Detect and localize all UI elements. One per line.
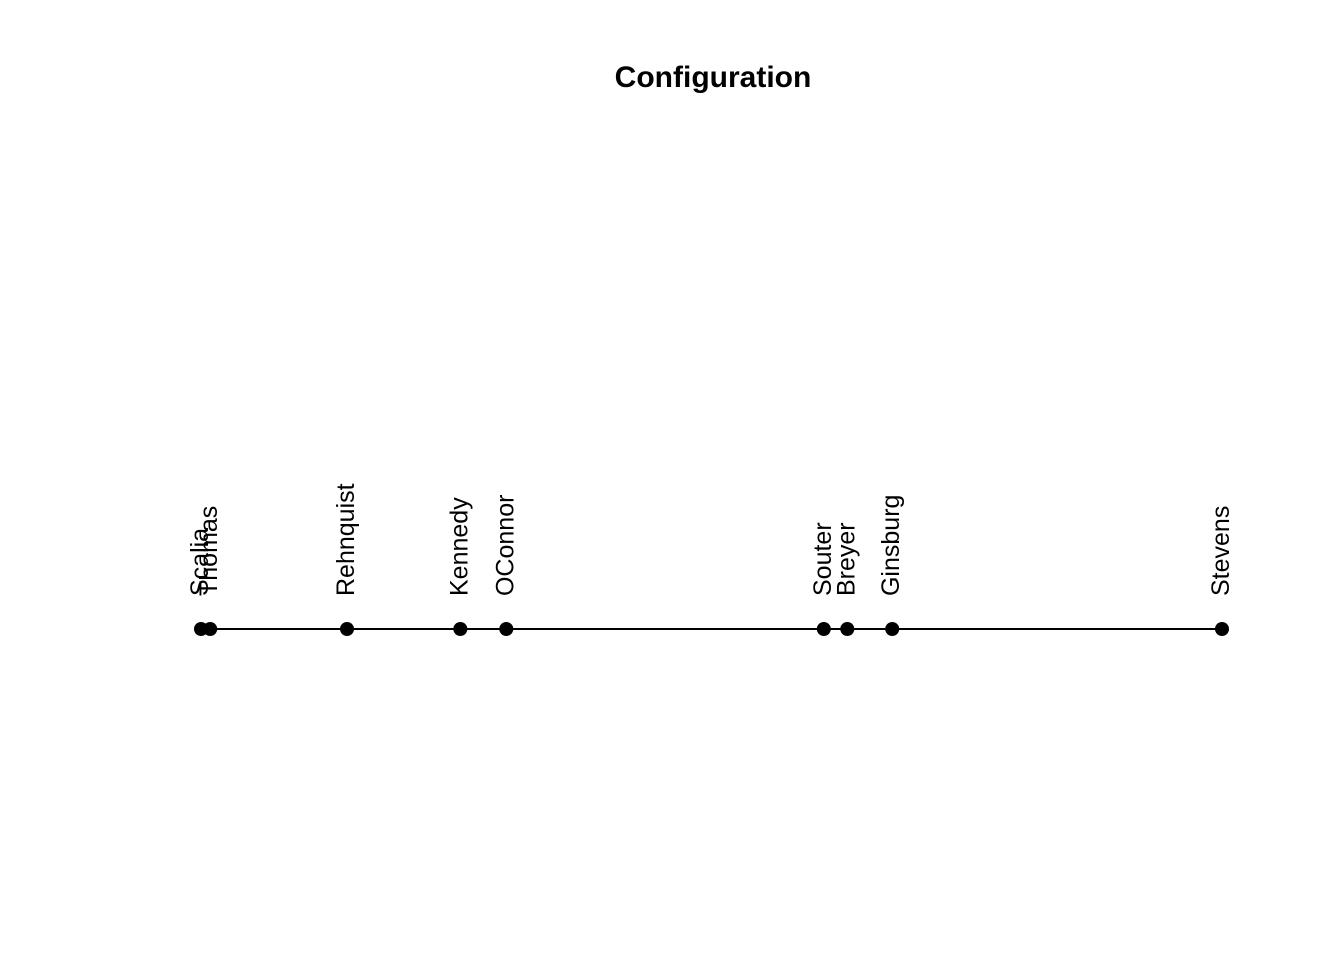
data-point-breyer xyxy=(840,622,855,636)
data-point-oconnor xyxy=(499,622,514,636)
point-label-stevens: Stevens xyxy=(1207,506,1235,596)
chart-title: Configuration xyxy=(614,61,812,94)
point-label-kennedy: Kennedy xyxy=(445,497,473,596)
data-point-ginsburg xyxy=(885,622,900,636)
point-label-rehnquist: Rehnquist xyxy=(332,483,360,596)
point-label-scalia: Scalia xyxy=(186,528,214,596)
point-label-thomas: Thomas xyxy=(195,506,223,596)
point-label-breyer: Breyer xyxy=(832,522,860,596)
data-point-rehnquist xyxy=(340,622,355,636)
point-label-oconnor: OConnor xyxy=(491,495,519,596)
data-point-thomas xyxy=(203,622,218,636)
data-point-souter xyxy=(816,622,831,636)
point-label-ginsburg: Ginsburg xyxy=(877,495,905,596)
data-point-stevens xyxy=(1215,622,1229,636)
point-label-souter: Souter xyxy=(809,522,837,596)
data-point-kennedy xyxy=(453,622,468,636)
